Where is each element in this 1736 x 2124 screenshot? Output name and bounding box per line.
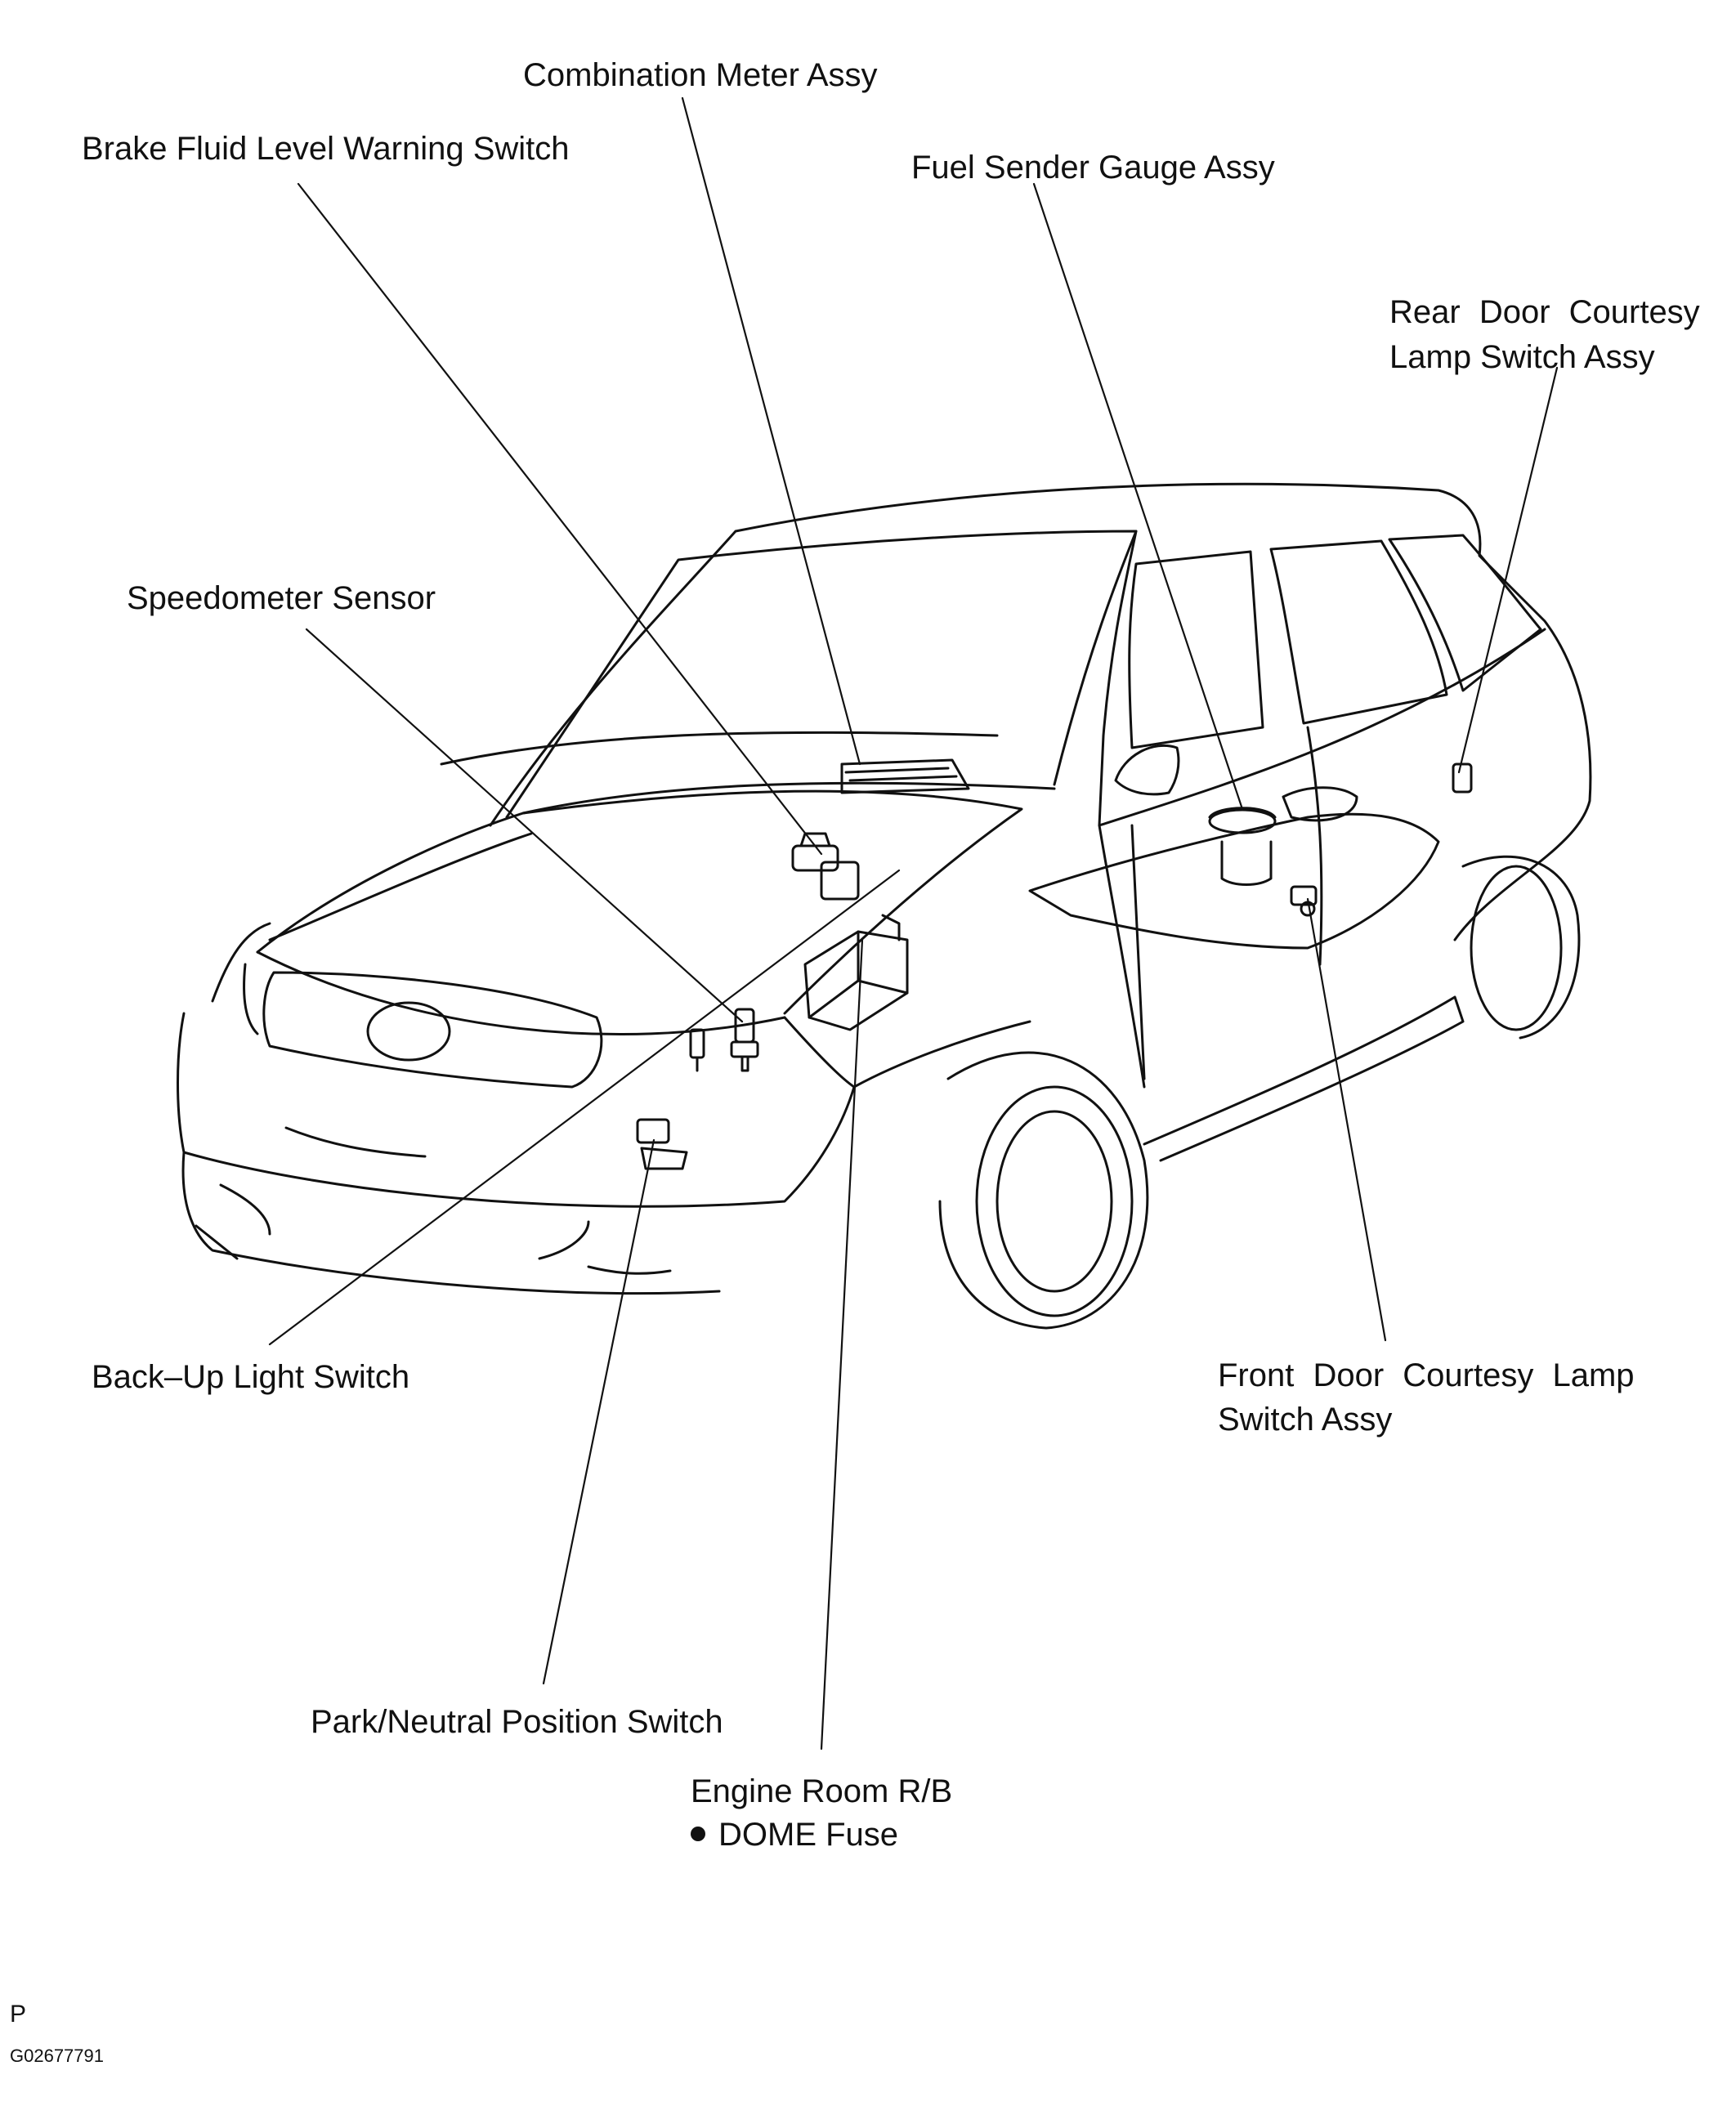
label-dome-fuse: DOME Fuse xyxy=(691,1813,898,1857)
fuel-tank-part xyxy=(1282,786,1358,822)
brake-fluid-reservoir-part xyxy=(791,832,860,901)
label-backup-light-switch: Back–Up Light Switch xyxy=(92,1359,410,1395)
combination-meter-part xyxy=(840,758,970,794)
leader-fuel-sender xyxy=(1032,182,1244,811)
leader-speedometer xyxy=(305,628,744,1023)
leader-combination-meter xyxy=(681,96,861,766)
leader-park-neutral xyxy=(542,1138,655,1685)
label-rear-door-switch-line1: Rear Door Courtesy xyxy=(1389,294,1700,330)
label-engine-room-rb: Engine Room R/B xyxy=(691,1773,953,1809)
car-body-outline xyxy=(177,482,1592,1330)
label-rear-door-switch-line2: Lamp Switch Assy xyxy=(1389,339,1655,375)
backup-light-switch-part xyxy=(689,1028,705,1072)
front-door-courtesy-switch-part xyxy=(1290,885,1318,917)
label-front-door-switch-line1: Front Door Courtesy Lamp xyxy=(1218,1357,1635,1393)
leader-rear-door xyxy=(1457,366,1559,774)
leader-backup-light xyxy=(268,869,901,1346)
label-front-door-switch-line2: Switch Assy xyxy=(1218,1402,1393,1438)
footer-figure-code: G02677791 xyxy=(10,2046,104,2066)
label-park-neutral-switch: Park/Neutral Position Switch xyxy=(311,1704,723,1740)
dome-fuse-text: DOME Fuse xyxy=(718,1817,899,1853)
speedometer-sensor-part xyxy=(730,1008,759,1072)
leader-front-door xyxy=(1306,897,1387,1342)
fuel-sender-gauge-part xyxy=(1208,807,1277,886)
engine-room-relay-block-part xyxy=(803,914,909,1031)
park-neutral-switch-part xyxy=(636,1118,688,1170)
label-brake-fluid-switch: Brake Fluid Level Warning Switch xyxy=(82,131,570,167)
leader-lines xyxy=(268,96,1559,1751)
rear-door-courtesy-switch-part xyxy=(1452,762,1473,794)
bullet-dot-icon xyxy=(691,1827,705,1842)
footer-letter: P xyxy=(10,2001,27,2028)
leader-engine-room xyxy=(820,938,864,1751)
leader-brake-fluid xyxy=(297,182,823,856)
label-fuel-sender-gauge: Fuel Sender Gauge Assy xyxy=(911,150,1275,186)
label-speedometer-sensor: Speedometer Sensor xyxy=(127,580,436,616)
label-combination-meter: Combination Meter Assy xyxy=(523,57,878,93)
